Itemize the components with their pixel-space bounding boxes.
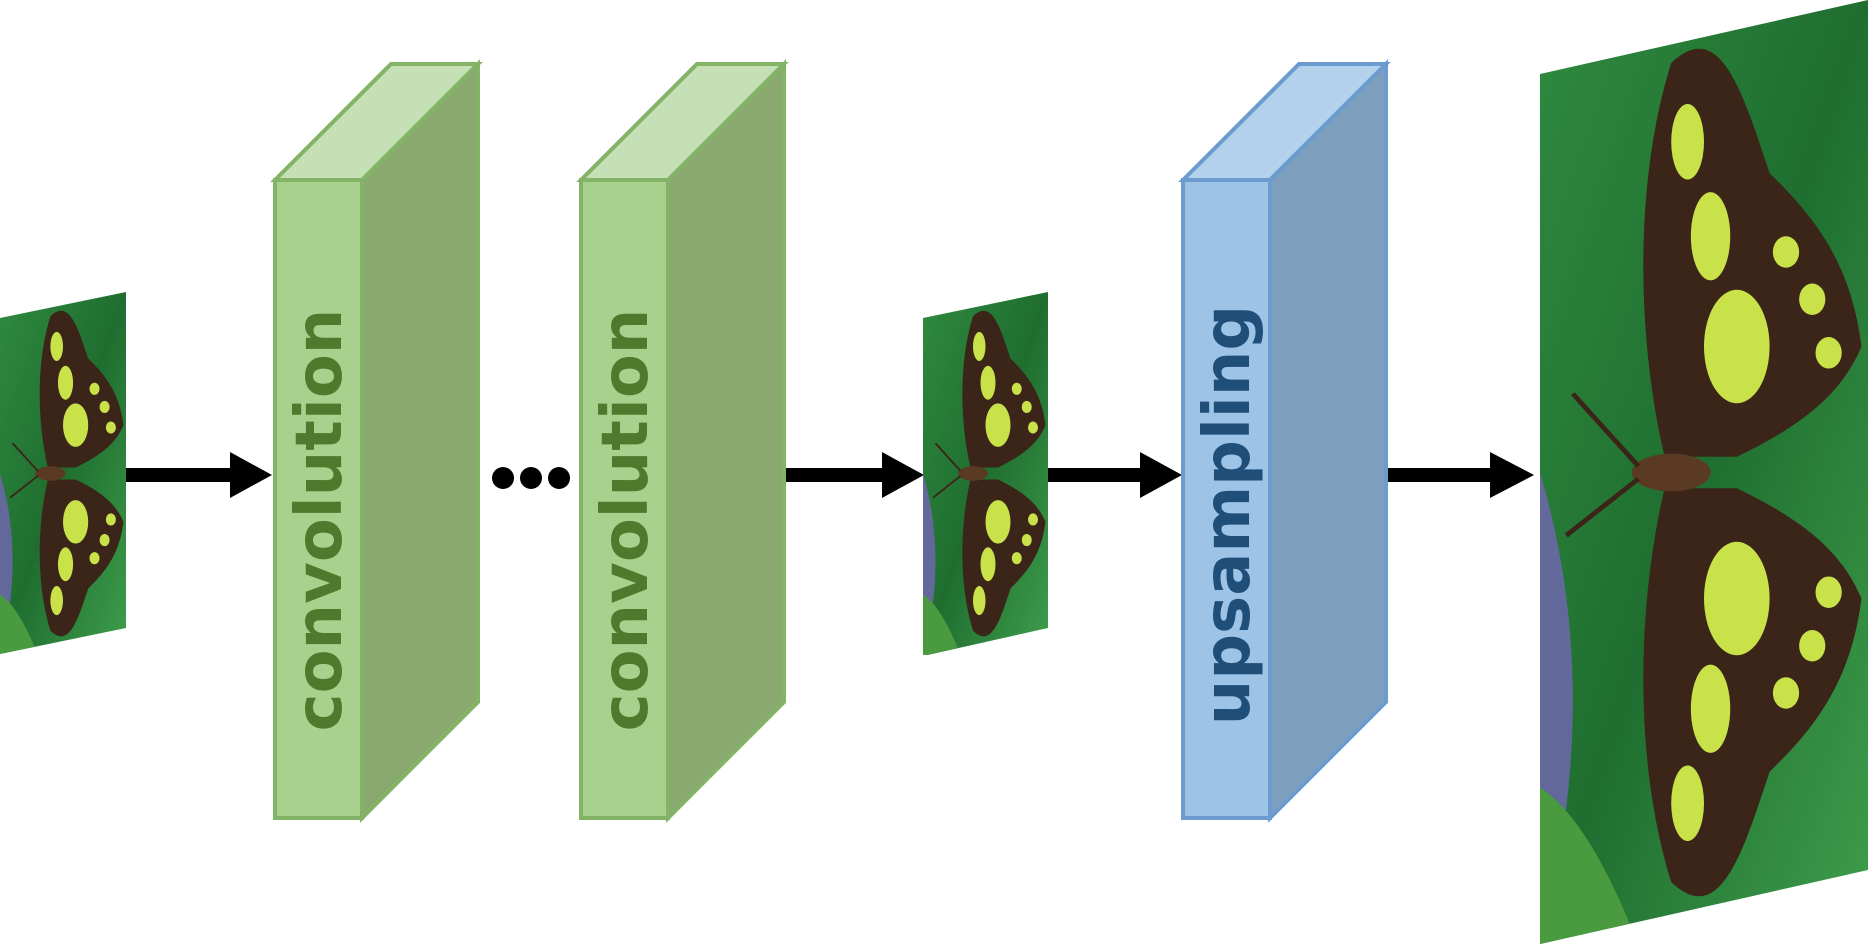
arrow-upsampling-to-output [1388, 452, 1534, 498]
convolution-block-1: convolution [270, 59, 483, 823]
arrow-conv-to-feature [786, 452, 924, 498]
output-image [1540, 0, 1868, 945]
arrow-feature-to-upsampling [1048, 452, 1182, 498]
convolution-block-2-label: convolution [589, 309, 663, 732]
convolution-block-2: convolution [576, 59, 789, 823]
convolution-block-1-label: convolution [283, 309, 357, 732]
feature-image [923, 292, 1048, 656]
ellipsis-dots [492, 467, 570, 489]
input-image [0, 292, 126, 654]
upsampling-block: upsampling [1178, 59, 1391, 823]
arrow-input-to-conv [126, 452, 272, 498]
upsampling-block-label: upsampling [1191, 305, 1265, 725]
